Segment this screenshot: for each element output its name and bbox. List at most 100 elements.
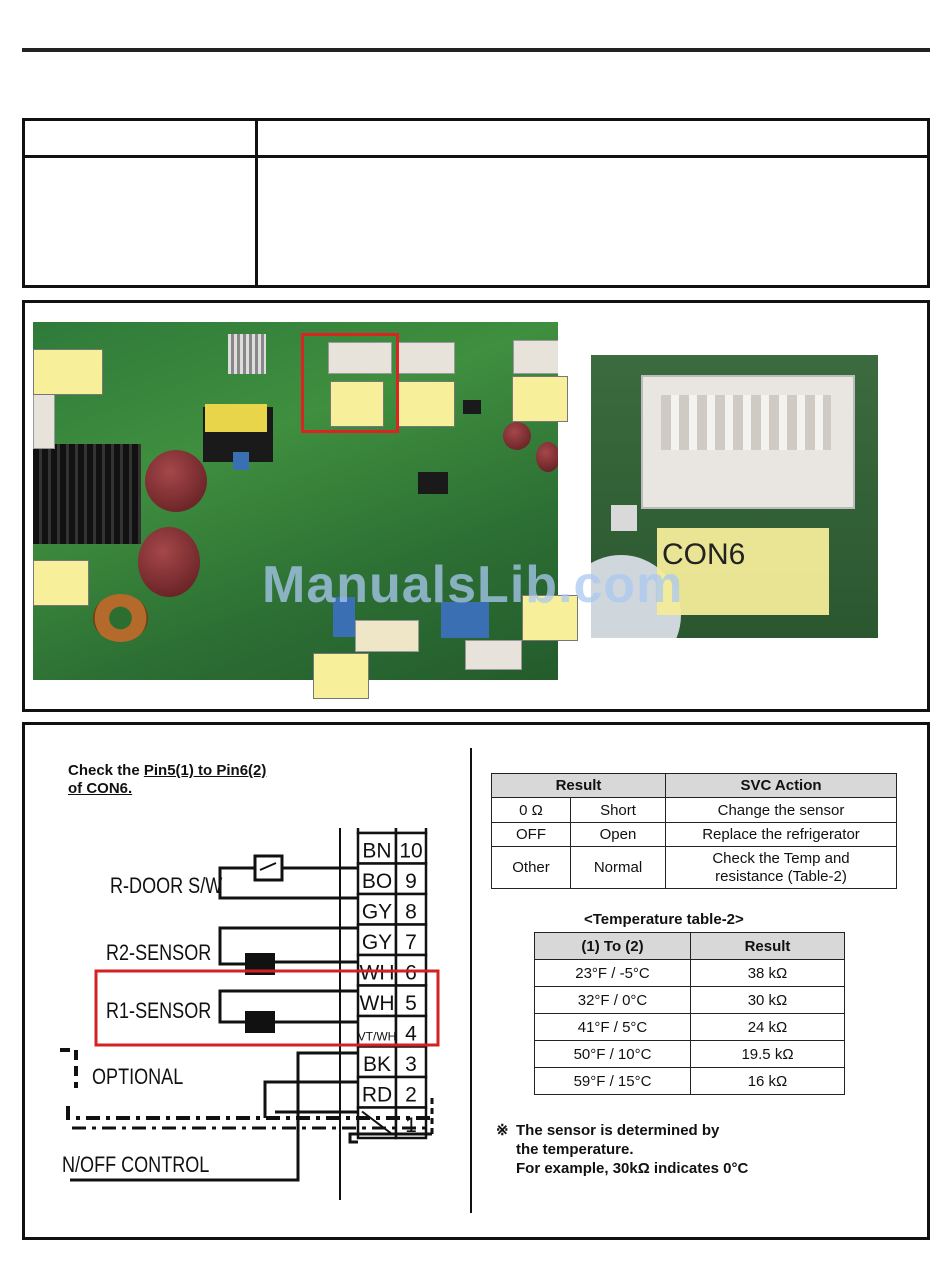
con6-highlight — [301, 333, 399, 433]
pin-number: 4 — [405, 1023, 417, 1046]
sensor-note: ※ The sensor is determined by the tempera… — [496, 1121, 748, 1178]
diagnosis-panel — [22, 722, 930, 1240]
temp-header: (1) To (2) — [534, 932, 691, 960]
check-instruction: Check the Pin5(1) to Pin6(2) of CON6. — [68, 762, 266, 798]
watermark: ManualsLib.com — [262, 556, 684, 614]
pin-color-cell — [356, 1014, 398, 1048]
r2-sensor-symbol — [245, 953, 275, 975]
transformer-label — [205, 404, 267, 432]
pin-number: 8 — [405, 901, 417, 924]
relay — [233, 452, 249, 470]
pin-wire-color: WH — [360, 992, 395, 1015]
panel-divider — [470, 748, 472, 1213]
connector-pins — [661, 395, 831, 450]
header-table — [22, 118, 930, 288]
photo-label-box — [313, 653, 369, 699]
photo-label-box — [398, 381, 455, 427]
capacitor — [138, 527, 200, 597]
pin-number: 3 — [405, 1053, 417, 1076]
top-rule — [22, 48, 930, 52]
con6-label: CON6 — [662, 538, 746, 571]
pin-number: 1 — [405, 1114, 417, 1137]
svc-action-header: SVC Action — [665, 773, 897, 798]
photo-label-box — [33, 349, 103, 395]
temp-cell: 23°F / -5°C — [534, 959, 691, 987]
instruction-pins: Pin5(1) to Pin6(2) — [143, 762, 267, 779]
photo-panel — [22, 300, 930, 712]
heatsink — [33, 444, 141, 544]
photo-label-box — [33, 560, 89, 606]
result-cell: Check the Temp and resistance (Table-2) — [665, 846, 897, 889]
pin-wire-color: VT/WH — [358, 1030, 397, 1044]
con6-label-box — [657, 528, 829, 615]
result-cell: Open — [570, 822, 666, 847]
r1-highlight-box — [94, 969, 440, 1047]
pin-number-cell — [394, 1014, 428, 1048]
capacitor — [536, 442, 558, 472]
photo-label-box — [522, 595, 578, 641]
component — [611, 505, 637, 531]
chip — [418, 472, 448, 494]
result-cell: 0 Ω — [491, 797, 571, 823]
chip — [463, 400, 481, 414]
result-cell: Other — [491, 846, 571, 889]
pin-wire-color: GY — [362, 931, 392, 954]
result-header: Result — [491, 773, 666, 798]
connector — [355, 620, 419, 652]
unused-pin-mark — [361, 1110, 393, 1135]
relay — [463, 602, 489, 638]
result-table: Result SVC Action 0 Ω Short Change the s… — [491, 773, 897, 889]
pin-number: 11 — [404, 828, 419, 830]
result-cell: Change the sensor — [665, 797, 897, 823]
temp-cell: 19.5 kΩ — [690, 1040, 845, 1068]
result-cell: Normal — [570, 846, 666, 889]
pcb-photo — [33, 322, 558, 680]
pin-wire-color: GY — [362, 901, 392, 924]
instruction-prefix: Check the — [68, 762, 144, 779]
pin-wire-color: WH — [360, 962, 395, 985]
note-line-2: the temperature. — [516, 1141, 634, 1158]
pin-number: 6 — [405, 962, 417, 985]
relay — [441, 602, 467, 638]
pin-number: 10 — [399, 840, 422, 863]
header-table-divider — [255, 121, 258, 285]
pin-number: 9 — [405, 870, 417, 893]
result-cell: Replace the refrigerator — [665, 822, 897, 847]
note-line-1: The sensor is determined by — [516, 1122, 720, 1139]
instruction-connector: of CON6. — [68, 780, 133, 797]
temp-cell: 38 kΩ — [690, 959, 845, 987]
photo-label-box — [512, 376, 568, 422]
temp-cell: 24 kΩ — [690, 1013, 845, 1041]
connector — [328, 342, 392, 374]
connector — [465, 640, 522, 670]
connector — [33, 392, 55, 449]
label-r2-sensor: R2-SENSOR — [106, 940, 212, 965]
pin-number: 5 — [405, 992, 417, 1015]
r1-sensor-symbol — [245, 1011, 275, 1033]
header-table-row-line — [25, 155, 927, 158]
pin-wire-color: BO — [362, 870, 392, 893]
note-symbol: ※ — [496, 1122, 509, 1139]
pin-wire-color: BK — [363, 1053, 391, 1076]
pin-wire-color: BN — [362, 840, 391, 863]
temp-cell: 30 kΩ — [690, 986, 845, 1014]
pin-number-cell — [394, 862, 428, 896]
temp-cell: 50°F / 10°C — [534, 1040, 691, 1068]
label-r-door-switch: R-DOOR S/W — [110, 873, 223, 898]
connector — [398, 342, 455, 374]
choke-coil — [93, 594, 148, 642]
capacitor — [503, 422, 531, 450]
connector — [513, 340, 558, 374]
result-cell: OFF — [491, 822, 571, 847]
relay — [333, 597, 355, 637]
note-line-3: For example, 30kΩ indicates 0°C — [516, 1160, 749, 1177]
capacitor — [145, 450, 207, 512]
pin-number: 7 — [405, 931, 417, 954]
pin-number-cell — [394, 892, 428, 926]
small-heatsink — [228, 334, 266, 374]
photo-label-box — [330, 381, 384, 427]
label-r1-sensor: R1-SENSOR — [106, 998, 212, 1023]
pin-wire-color: RD — [362, 1084, 392, 1107]
